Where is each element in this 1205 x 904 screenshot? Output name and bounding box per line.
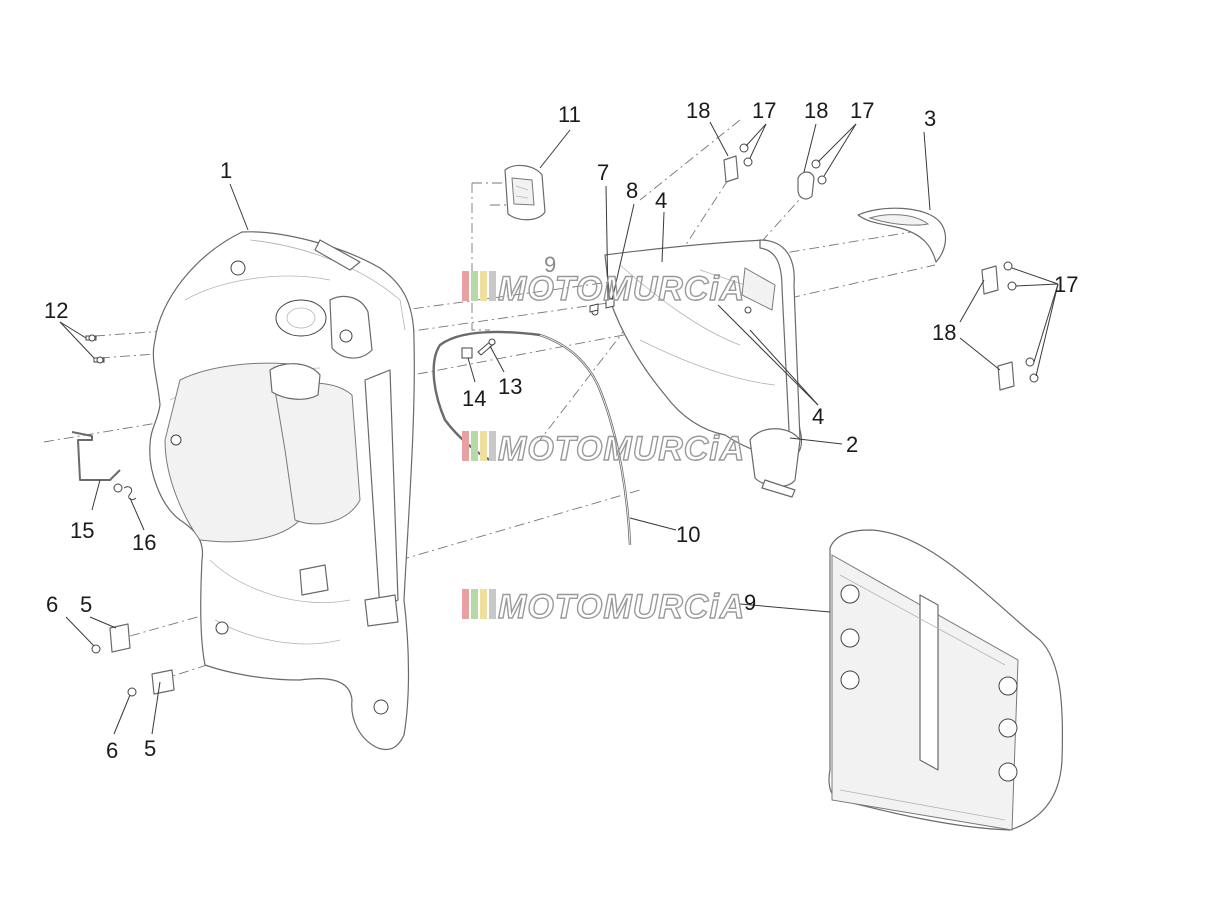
leg-shield-inner-panel (149, 231, 415, 751)
seal-cord (432, 330, 632, 546)
watermark-stripe (480, 431, 487, 461)
callout-1: 1 (220, 158, 232, 183)
watermark-stripe (489, 271, 496, 301)
callout-14: 14 (462, 386, 486, 411)
callout-5-upper: 5 (80, 592, 92, 617)
watermark-top: MOTOMURCiA (462, 269, 745, 309)
watermark-text: MOTOMURCiA (498, 430, 745, 468)
callout-16: 16 (132, 530, 156, 555)
callout-9-faint: 9 (544, 252, 556, 277)
callout-8: 8 (626, 178, 638, 203)
watermark-middle: MOTOMURCiA (462, 429, 745, 469)
callout-7: 7 (597, 160, 609, 185)
watermark-bottom: MOTOMURCiA (462, 587, 745, 627)
callout-6-lower: 6 (106, 738, 118, 763)
callout-17-right: 17 (1054, 272, 1078, 297)
callout-6-upper: 6 (46, 592, 58, 617)
callout-17-middle: 17 (850, 98, 874, 123)
callout-10: 10 (676, 522, 700, 547)
callout-11: 11 (558, 102, 581, 127)
callout-4-lower: 4 (812, 404, 824, 429)
callout-18-middle: 18 (804, 98, 828, 123)
watermark-stripe (462, 589, 469, 619)
callout-18-right: 18 (932, 320, 956, 345)
watermark-stripe (480, 271, 487, 301)
callout-2: 2 (846, 432, 858, 457)
callout-13: 13 (498, 374, 522, 399)
callout-15: 15 (70, 518, 94, 543)
glove-box-shell (591, 239, 803, 498)
watermark-stripe (471, 589, 478, 619)
callout-12: 12 (44, 298, 68, 323)
watermark-stripe (489, 431, 496, 461)
callout-5-lower: 5 (144, 736, 156, 761)
watermark-stripe (489, 589, 496, 619)
callout-9: 9 (744, 590, 756, 615)
watermark-stripe (462, 431, 469, 461)
watermark-text: MOTOMURCiA (498, 270, 745, 308)
leader-lines (59, 121, 1059, 735)
callout-labels: 1 2 3 4 4 5 5 6 6 7 8 9 9 10 11 12 13 14… (44, 98, 1078, 763)
watermark-stripe (480, 589, 487, 619)
lock-housing (504, 164, 546, 221)
callout-3: 3 (924, 106, 936, 131)
watermark-stripe (462, 271, 469, 301)
callout-4-top: 4 (655, 188, 667, 213)
callout-17-left: 17 (752, 98, 776, 123)
watermark-stripe (471, 431, 478, 461)
curved-trim-piece (857, 207, 947, 263)
watermark-stripe (471, 271, 478, 301)
cushion-pad (828, 529, 1064, 831)
watermark-text: MOTOMURCiA (498, 588, 745, 626)
callout-18-left: 18 (686, 98, 710, 123)
